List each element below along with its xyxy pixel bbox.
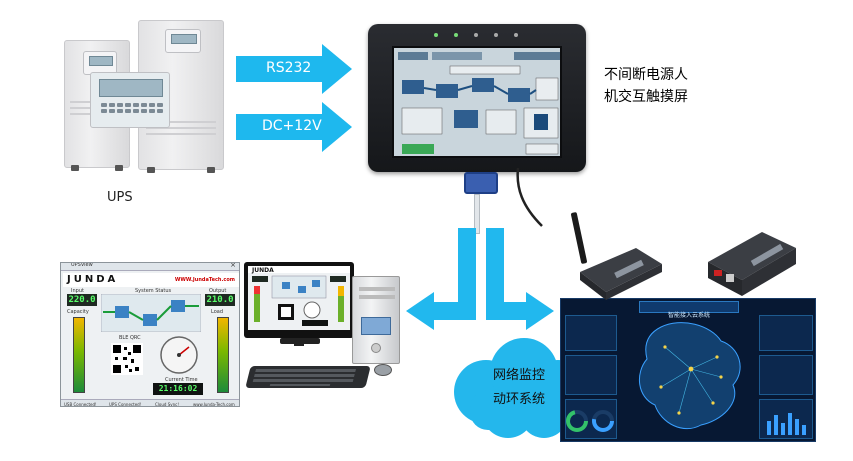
pc-tower: [352, 276, 400, 364]
ups-label: UPS: [107, 190, 133, 205]
serial-connector: [464, 172, 498, 194]
dashboard-title: 智能接入云系统: [667, 312, 710, 319]
system-status-diagram: [101, 294, 201, 332]
ups-front-panel: [90, 72, 170, 128]
window-titlebar: UPSView ×: [61, 263, 239, 271]
hmi-display: [392, 46, 562, 158]
dc12v-arrow: [236, 102, 352, 152]
dashboard-panel-right-1: [759, 315, 813, 351]
hmi-label-line1: 不间断电源人: [604, 67, 688, 83]
pc-keyboard: [245, 366, 371, 388]
footer-usb: USB Connected!: [64, 402, 97, 407]
status-footer: USB Connected! UPS Connected! Cloud Sync…: [61, 399, 239, 407]
output-value: 210.0: [205, 294, 235, 306]
cloud-label-line2: 动环系统: [492, 392, 545, 407]
software-brand: JUNDA: [67, 274, 119, 285]
dc12v-label: DC+12V: [262, 118, 322, 134]
output-label: Output: [209, 288, 227, 294]
window-title: UPSView: [71, 262, 93, 268]
dashboard-panel-left-2: [565, 355, 617, 395]
input-label: Input: [71, 288, 84, 294]
footer-ups: UPS Connected!: [109, 402, 142, 407]
serial-cable: [474, 194, 480, 234]
svg-text:JUNDA: JUNDA: [251, 267, 274, 274]
capacity-label: Capacity: [67, 309, 89, 315]
dashboard-map: [639, 322, 741, 430]
footer-cloud: Cloud Sync!: [155, 402, 179, 407]
gateway-device-right: [708, 232, 796, 296]
gateway-device-left: [571, 212, 662, 300]
window-close-icon[interactable]: ×: [230, 262, 236, 269]
hmi-touchscreen: [368, 24, 586, 172]
speed-dial: [160, 336, 198, 374]
dashboard-header: 智能接入云系统: [639, 301, 739, 319]
load-gauge: [217, 317, 229, 393]
software-header: JUNDA WWW.JundaTech.com: [63, 273, 239, 287]
jl-split-arrows: [406, 228, 554, 330]
ups-panel: [83, 51, 117, 75]
load-label: Load: [211, 309, 223, 315]
rs232-label: RS232: [266, 60, 312, 76]
input-value: 220.0: [67, 294, 97, 306]
qr-code: [111, 343, 143, 375]
system-status-label: System Status: [135, 288, 172, 294]
time-label: Current Time: [165, 377, 198, 383]
dashboard-panel-left-3: [565, 399, 617, 439]
monitoring-software-window: UPSView × JUNDA WWW.JundaTech.com Input …: [60, 262, 240, 407]
dashboard-panel-right-2: [759, 355, 813, 395]
pc-monitor-stand: [280, 338, 320, 344]
pc-monitor-screen: JUNDA: [248, 266, 350, 330]
hmi-screen-diagram: [394, 48, 560, 156]
dashboard-donut-charts: [566, 410, 614, 432]
power-cable: [516, 168, 543, 227]
dashboard-bar-chart: [767, 413, 806, 435]
cloud-label-line1: 网络监控: [492, 368, 545, 383]
software-website: WWW.JundaTech.com: [174, 277, 235, 283]
time-value: 21:16:02: [153, 383, 203, 395]
hmi-label: 不间断电源人 机交互触摸屏: [604, 64, 688, 108]
footer-site: www.Junda-Tech.com: [193, 402, 235, 407]
rs232-arrow: [236, 44, 352, 94]
capacity-gauge: [73, 317, 85, 393]
hmi-label-line2: 机交互触摸屏: [604, 89, 688, 105]
pc-mouse: [374, 364, 392, 376]
qr-label: BLE QRC: [119, 335, 141, 341]
pc-monitor: JUNDA: [244, 262, 354, 346]
cloud-label: 网络监控 动环系统: [474, 364, 564, 412]
cloud-dashboard: 智能接入云系统: [560, 298, 816, 442]
ups-panel: [165, 29, 201, 53]
dashboard-panel-left-1: [565, 315, 617, 351]
cloud-shape: [454, 338, 588, 438]
